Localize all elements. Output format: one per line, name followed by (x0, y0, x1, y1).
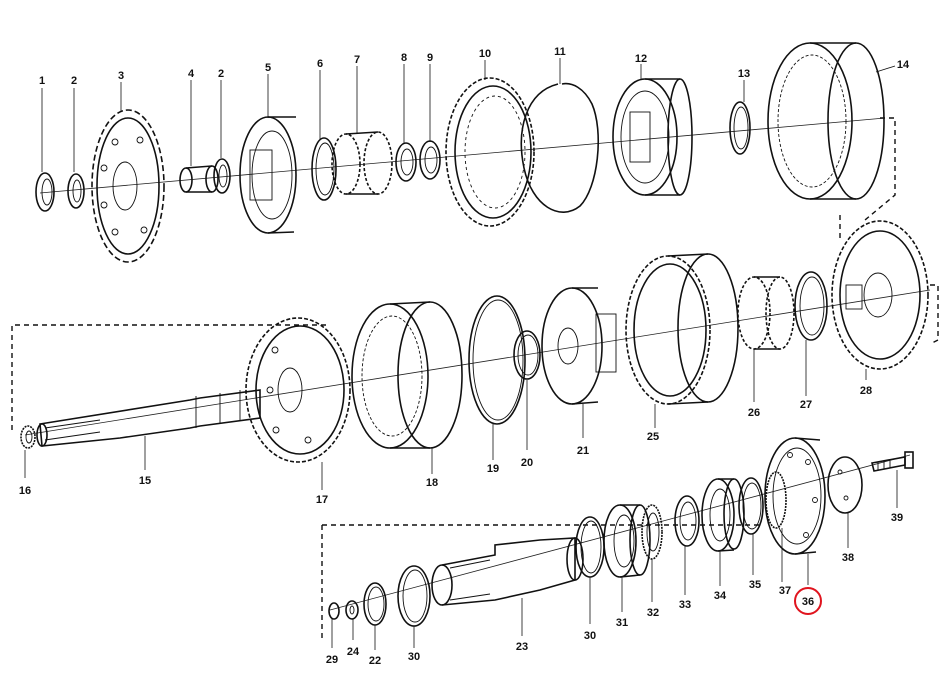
part-38-cover-plate (827, 456, 863, 514)
callout-24: 24 (347, 646, 360, 658)
callout-1: 1 (39, 75, 45, 87)
row-1-assembly (35, 42, 896, 263)
callout-8: 8 (401, 52, 407, 64)
callout-15: 15 (139, 475, 151, 487)
part-14-drum (767, 42, 896, 200)
callout-18: 18 (426, 477, 438, 489)
row-2-leaders (24, 340, 867, 490)
part-7-gear (331, 131, 393, 195)
callout-4: 4 (188, 68, 195, 80)
connector-row1-row2 (864, 117, 896, 221)
callout-3: 3 (118, 70, 124, 82)
part-15-shaft (36, 389, 261, 447)
callout-13: 13 (738, 68, 750, 80)
part-30-shim-second (575, 516, 605, 578)
callout-2-second: 2 (218, 68, 224, 80)
part-39-bolt (871, 451, 914, 472)
callout-7: 7 (354, 54, 360, 66)
part-28-gear-carrier (831, 220, 929, 370)
part-4-bushing (179, 165, 219, 193)
callout-31: 31 (616, 617, 628, 629)
part-2-ring (67, 173, 85, 209)
callout-21: 21 (577, 445, 589, 457)
part-10-ring-gear (445, 77, 535, 227)
part-24-washer (345, 600, 359, 620)
part-33-ring (674, 495, 700, 547)
callout-16: 16 (19, 485, 31, 497)
callout-20: 20 (521, 457, 533, 469)
part-30-shim (397, 565, 431, 627)
callout-23: 23 (516, 641, 528, 653)
callout-22: 22 (369, 655, 381, 667)
part-11-snap-ring (520, 82, 600, 213)
row-2-assembly (11, 215, 939, 490)
callout-14: 14 (897, 59, 910, 71)
callout-11: 11 (554, 46, 566, 58)
part-32-gear (641, 504, 663, 560)
callout-28: 28 (860, 385, 872, 397)
callout-38: 38 (842, 552, 854, 564)
part-3-sprocket (91, 109, 165, 263)
callout-37: 37 (779, 585, 791, 597)
part-20-ring (513, 330, 541, 380)
part-9-ring (419, 140, 441, 180)
part-8-ring (395, 142, 417, 182)
part-5-carrier (239, 116, 297, 234)
callout-30: 30 (408, 651, 420, 663)
row-1-leaders (41, 58, 745, 172)
callout-27: 27 (800, 399, 812, 411)
callout-6: 6 (317, 58, 323, 70)
highlight-circle-36 (794, 587, 822, 615)
callout-5: 5 (265, 62, 271, 74)
callout-26: 26 (748, 407, 760, 419)
part-12-carrier (612, 78, 693, 196)
callout-10: 10 (479, 48, 491, 60)
callout-17: 17 (316, 494, 328, 506)
part-35-ring (738, 477, 764, 535)
part-6-ring (311, 137, 337, 201)
connector-row3-left (321, 524, 760, 640)
part-25-ring-gear (625, 253, 739, 405)
part-27-ring (794, 271, 828, 341)
part-19-ring (468, 295, 526, 425)
callout-29: 29 (326, 654, 338, 666)
callout-12: 12 (635, 53, 647, 65)
callout-25: 25 (647, 431, 659, 443)
part-21-carrier (541, 287, 617, 405)
part-17-large-gear (245, 317, 351, 463)
part-36-flange (764, 437, 826, 555)
callout-39: 39 (891, 512, 903, 524)
callout-36: 36 (802, 596, 814, 608)
part-26-gear (737, 276, 795, 350)
callout-32: 32 (647, 607, 659, 619)
callout-35: 35 (749, 579, 761, 591)
part-2-ring-second (213, 158, 231, 194)
row-3-leaders (331, 470, 898, 650)
part-23-output-shaft (431, 537, 584, 606)
callout-33: 33 (679, 599, 691, 611)
part-34-bearing (701, 478, 745, 552)
part-31-bearing (603, 504, 651, 578)
connector-row2-left (11, 215, 841, 430)
part-29-nut (328, 602, 340, 620)
callout-30-second: 30 (584, 630, 596, 642)
callout-labels: 1 2 3 4 2 5 6 7 8 9 10 11 12 13 14 15 16… (19, 46, 910, 667)
part-16-needle-bearing (20, 425, 36, 449)
callout-9: 9 (427, 52, 433, 64)
part-22-ring (363, 582, 387, 626)
part-1-seal (35, 172, 55, 212)
part-18-drum (351, 301, 463, 449)
callout-34: 34 (714, 590, 727, 602)
row-3-assembly (321, 437, 914, 650)
callout-2: 2 (71, 75, 77, 87)
connector-row2-right (929, 284, 939, 345)
callout-19: 19 (487, 463, 499, 475)
part-13-ring (729, 101, 751, 155)
